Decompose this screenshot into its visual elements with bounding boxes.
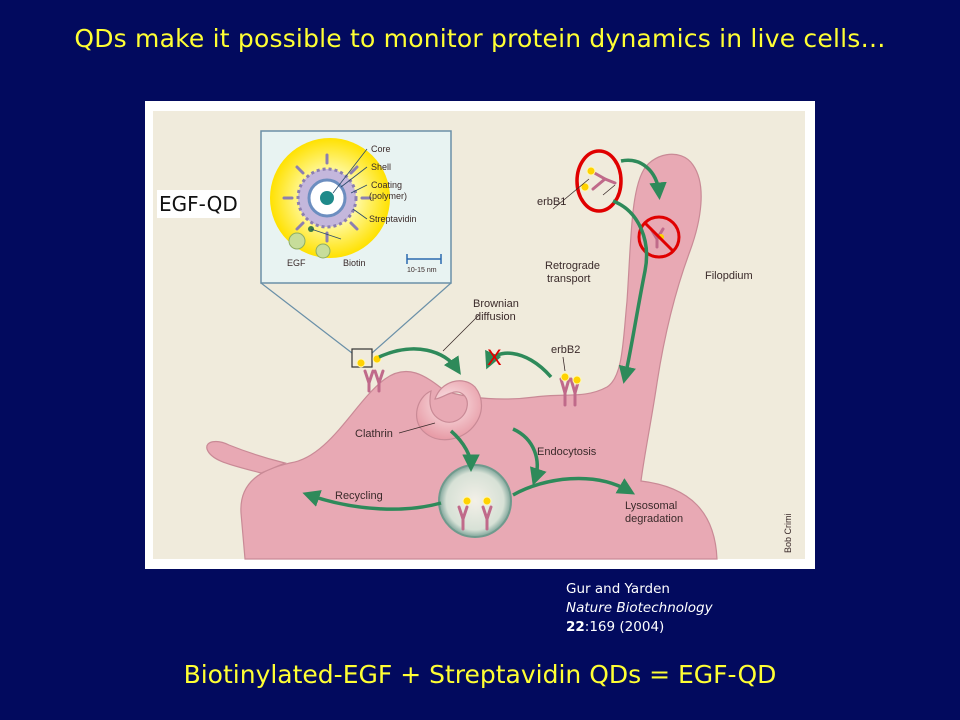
label-shell: Shell bbox=[371, 162, 391, 172]
arrow-recycling bbox=[302, 490, 442, 511]
arrow-to-endosome bbox=[512, 427, 547, 486]
egf-qd-label: EGF-QD bbox=[157, 190, 240, 218]
receptor-erbb1 bbox=[589, 169, 617, 191]
cell-diagram: Core Shell Coating (polymer) Streptavidi… bbox=[153, 111, 805, 560]
bottom-caption: Biotinylated-EGF + Streptavidin QDs = EG… bbox=[183, 660, 777, 689]
egf-bead-1 bbox=[288, 232, 306, 250]
slide-title: QDs make it possible to monitor protein … bbox=[74, 24, 886, 53]
qd-dot bbox=[586, 166, 596, 176]
label-transport: transport bbox=[547, 273, 590, 285]
highlight-circle-erbb1 bbox=[575, 149, 623, 213]
label-diffusion: diffusion bbox=[475, 311, 516, 323]
label-endocytosis: Endocytosis bbox=[537, 446, 597, 458]
arrow-brownian-out bbox=[485, 349, 553, 379]
label-erbb1: erbB1 bbox=[537, 196, 566, 208]
citation-volume-line: 22:169 (2004) bbox=[566, 618, 713, 637]
label-lysosomal: Lysosomal bbox=[625, 500, 677, 512]
label-scale: 10-15 nm bbox=[407, 267, 437, 274]
label-recycling: Recycling bbox=[335, 490, 383, 502]
crossed-out-circle bbox=[637, 215, 681, 259]
citation-volume: 22 bbox=[566, 619, 585, 635]
receptor-egf-qd bbox=[363, 369, 385, 393]
arrow-brownian-in bbox=[378, 347, 461, 375]
qd-core bbox=[320, 191, 334, 205]
figure: Core Shell Coating (polymer) Streptavidi… bbox=[145, 101, 815, 569]
clathrin-pit bbox=[415, 380, 483, 441]
label-clathrin: Clathrin bbox=[355, 428, 393, 440]
block-x-mark: X bbox=[487, 345, 502, 370]
qd-dot bbox=[560, 372, 570, 382]
egf-bead-2 bbox=[315, 243, 331, 259]
receptor-internalized bbox=[457, 505, 493, 531]
label-coating: Coating bbox=[371, 180, 402, 190]
endosome-vesicle bbox=[438, 464, 512, 538]
arrow-filopodium-tip bbox=[620, 158, 667, 200]
label-streptavidin: Streptavidin bbox=[369, 214, 417, 224]
arrow-retrograde bbox=[612, 199, 649, 384]
citation-pages-year: :169 (2004) bbox=[584, 619, 665, 635]
label-brownian: Brownian bbox=[473, 298, 519, 310]
qd-dot bbox=[356, 358, 366, 368]
label-erbb2: erbB2 bbox=[551, 344, 580, 356]
qd-dot bbox=[572, 375, 582, 385]
citation-journal: Nature Biotechnology bbox=[566, 600, 713, 616]
label-core: Core bbox=[371, 144, 391, 154]
cell-protrusion bbox=[206, 440, 287, 474]
artist-credit: Bob Crimi bbox=[783, 513, 793, 553]
citation: Gur and Yarden Nature Biotechnology 22:1… bbox=[566, 580, 713, 637]
arrow-lysosomal bbox=[512, 476, 636, 497]
qd-dot bbox=[580, 182, 590, 192]
streptavidin-spikes bbox=[282, 153, 372, 243]
arrow-endocytosis bbox=[449, 429, 480, 472]
qd-dot bbox=[462, 496, 472, 506]
label-coating-polymer: (polymer) bbox=[369, 191, 407, 201]
label-degradation: degradation bbox=[625, 513, 683, 525]
label-biotin: Biotin bbox=[343, 258, 366, 268]
label-egf: EGF bbox=[287, 258, 306, 268]
citation-authors: Gur and Yarden bbox=[566, 581, 670, 597]
label-filopodium: Filopdium bbox=[705, 270, 753, 282]
label-retrograde: Retrograde bbox=[545, 260, 600, 272]
qd-dot bbox=[482, 496, 492, 506]
